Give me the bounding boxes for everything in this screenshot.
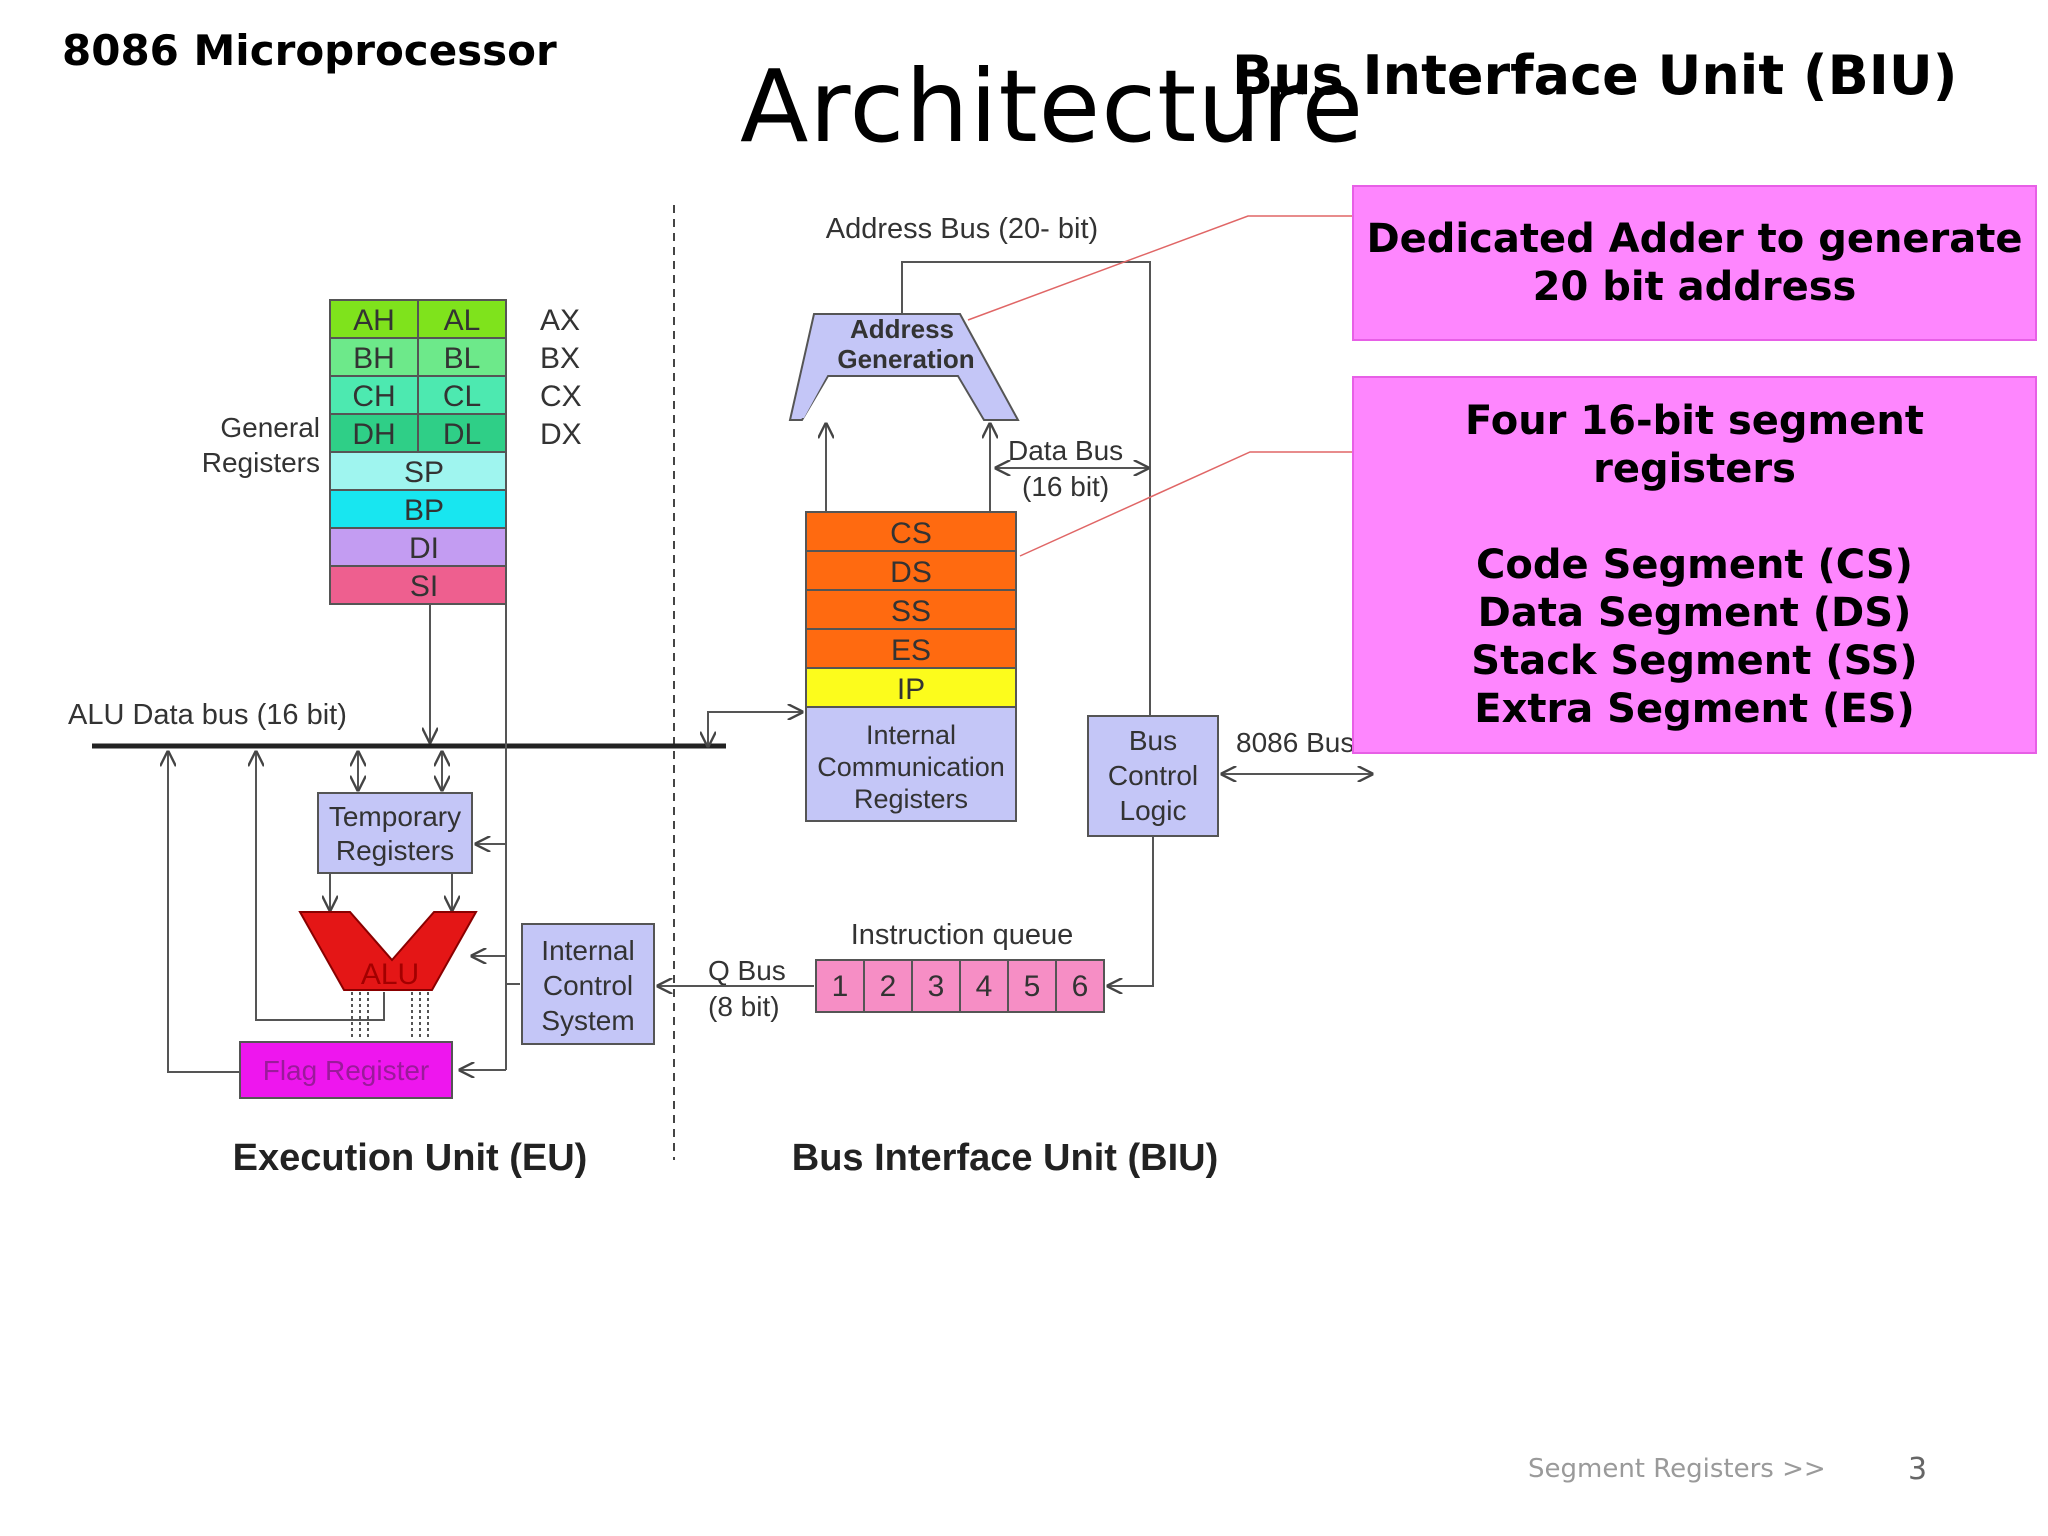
register-sp: SP: [329, 451, 507, 491]
register-bp: BP: [329, 489, 507, 529]
callout-line: Dedicated Adder to generate: [1366, 216, 2023, 262]
q-bus-label: Q Bus: [708, 955, 786, 986]
callout-heading: registers: [1593, 446, 1796, 492]
queue-cell: 2: [880, 970, 897, 1003]
slide-subtitle: Bus Interface Unit (BIU): [1232, 44, 1958, 107]
alu-data-bus-label: ALU Data bus (16 bit): [68, 699, 347, 731]
svg-text:Flag Register: Flag Register: [263, 1055, 430, 1086]
register-cl: CL: [443, 380, 481, 413]
register-dh: DH: [352, 418, 395, 451]
slide-topic: 8086 Microprocessor: [62, 26, 557, 75]
svg-text:Registers: Registers: [336, 835, 454, 866]
instruction-queue-label: Instruction queue: [851, 919, 1073, 951]
register-pair-dx: DH DL DX: [329, 413, 582, 453]
internal-control-system: Internal Control System: [521, 923, 655, 1045]
svg-text:Internal: Internal: [541, 935, 634, 966]
register-bx-label: BX: [540, 342, 580, 375]
address-bus-label: Address Bus (20- bit): [826, 213, 1098, 245]
q-bus-label: (8 bit): [708, 991, 780, 1022]
queue-cell: 6: [1072, 970, 1089, 1003]
register-ip: IP: [897, 673, 925, 706]
instruction-queue: 1 2 3 4 5 6: [815, 959, 1105, 1013]
svg-text:Communication: Communication: [817, 752, 1005, 782]
queue-cell: 3: [928, 970, 945, 1003]
register-al: AL: [444, 304, 481, 337]
temporary-registers: Temporary Registers: [317, 792, 473, 874]
register-ds: DS: [890, 556, 932, 589]
queue-cell: 5: [1024, 970, 1041, 1003]
callout-item: Data Segment (DS): [1477, 590, 1912, 636]
register-cs: CS: [890, 517, 932, 550]
callout-item: Code Segment (CS): [1476, 542, 1913, 588]
register-ah: AH: [353, 304, 395, 337]
callout-line: 20 bit address: [1532, 264, 1857, 310]
register-bl: BL: [444, 342, 481, 375]
svg-text:SI: SI: [410, 570, 438, 603]
data-bus-label: (16 bit): [1022, 471, 1109, 502]
svg-text:Internal: Internal: [866, 720, 956, 750]
execution-unit-label: Execution Unit (EU): [233, 1137, 588, 1179]
bus-8086-label: 8086 Bus: [1236, 727, 1354, 758]
svg-text:Generation: Generation: [837, 344, 974, 374]
register-es: ES: [891, 634, 931, 667]
svg-text:Control: Control: [1108, 760, 1198, 791]
callout-heading: Four 16-bit segment: [1465, 398, 1924, 444]
svg-text:Registers: Registers: [854, 784, 968, 814]
general-registers-label: General: [220, 412, 320, 443]
register-dx-label: DX: [540, 418, 582, 451]
alu-label: ALU: [361, 958, 419, 991]
queue-cell: 4: [976, 970, 993, 1003]
alu: ALU: [298, 911, 478, 991]
register-si: SI: [329, 565, 507, 605]
register-cx-label: CX: [540, 380, 582, 413]
next-slide-link[interactable]: Segment Registers >>: [1528, 1454, 1826, 1484]
general-registers-label: Registers: [202, 447, 320, 478]
slide-title: Architecture: [740, 48, 1365, 165]
svg-text:Temporary: Temporary: [329, 801, 461, 832]
segment-registers-callout: Four 16-bit segment registers Code Segme…: [1352, 376, 2037, 754]
svg-text:SP: SP: [404, 456, 444, 489]
callout-item: Extra Segment (ES): [1474, 686, 1915, 732]
svg-text:BP: BP: [404, 494, 444, 527]
bus-interface-unit-label: Bus Interface Unit (BIU): [792, 1137, 1218, 1179]
address-generation: Address Generation: [788, 313, 1020, 421]
register-pair-bx: BH BL BX: [329, 337, 580, 377]
register-bh: BH: [353, 342, 395, 375]
svg-text:System: System: [541, 1005, 634, 1036]
callout-item: Stack Segment (SS): [1471, 638, 1918, 684]
queue-cell: 1: [832, 970, 849, 1003]
segment-registers: CS DS SS ES IP: [805, 511, 1017, 708]
adder-callout: Dedicated Adder to generate 20 bit addre…: [1352, 185, 2037, 341]
svg-text:Bus: Bus: [1129, 725, 1177, 756]
svg-text:Address: Address: [850, 314, 954, 344]
register-pair-cx: CH CL CX: [329, 375, 582, 415]
register-dl: DL: [443, 418, 481, 451]
flag-register: Flag Register: [239, 1041, 453, 1099]
register-ax-label: AX: [540, 304, 580, 337]
register-ss: SS: [891, 595, 931, 628]
svg-text:Logic: Logic: [1120, 795, 1187, 826]
svg-text:Control: Control: [543, 970, 633, 1001]
svg-text:DI: DI: [409, 532, 439, 565]
internal-communication-registers: Internal Communication Registers: [805, 706, 1017, 822]
register-ch: CH: [352, 380, 395, 413]
register-pair-ax: AH AL AX: [329, 299, 580, 339]
data-bus-label: Data Bus: [1008, 435, 1123, 466]
register-di: DI: [329, 527, 507, 567]
bus-control-logic: Bus Control Logic: [1087, 715, 1219, 837]
page-number: 3: [1908, 1452, 1928, 1487]
